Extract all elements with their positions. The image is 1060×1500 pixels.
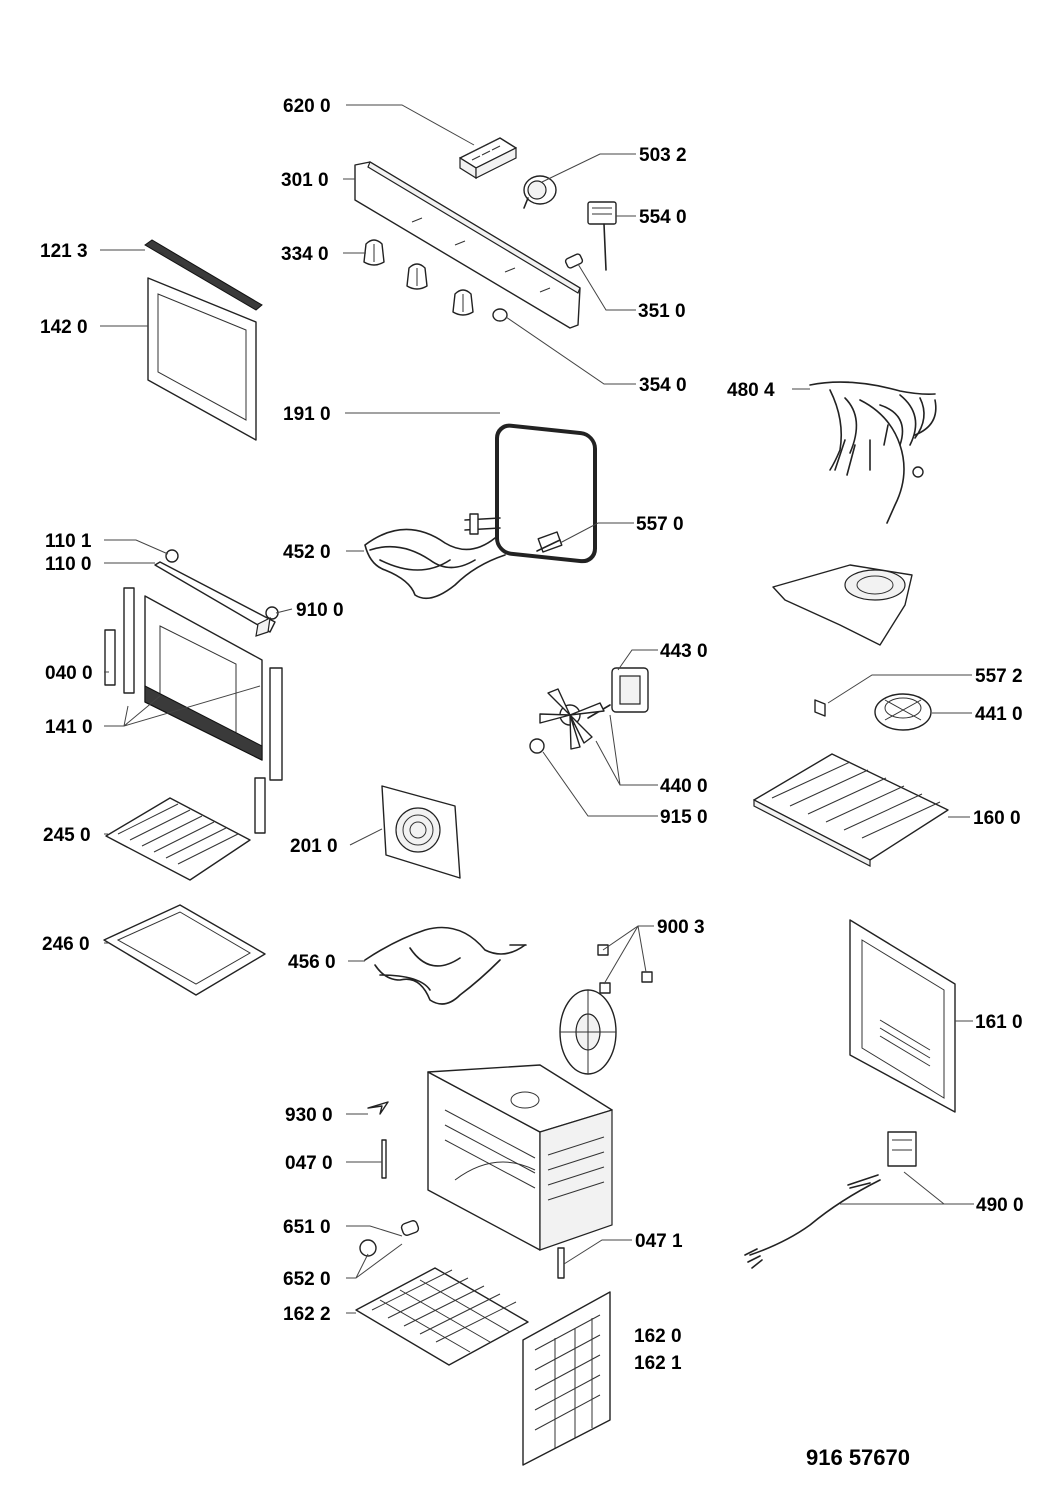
label-456-0: 456 0 xyxy=(288,952,336,973)
part-lower-heating-element xyxy=(364,926,527,1005)
label-915-0: 915 0 xyxy=(660,807,708,828)
label-651-0: 651 0 xyxy=(283,1217,331,1238)
label-620-0: 620 0 xyxy=(283,96,331,117)
part-drip-tray xyxy=(103,904,266,996)
label-443-0: 443 0 xyxy=(660,641,708,662)
label-910-0: 910 0 xyxy=(296,600,344,621)
part-thermostat xyxy=(523,175,557,209)
label-900-3: 900 3 xyxy=(657,917,705,938)
leader-lines xyxy=(100,104,974,1314)
part-clips xyxy=(597,944,653,994)
part-door-bar-assembly xyxy=(154,549,279,637)
label-047-0: 047 0 xyxy=(285,1153,333,1174)
label-246-0: 246 0 xyxy=(42,934,90,955)
label-354-0: 354 0 xyxy=(639,375,687,396)
label-047-1: 047 1 xyxy=(635,1231,683,1252)
part-top-liner-rack xyxy=(753,753,949,867)
part-fan-heater-ring xyxy=(874,693,932,731)
part-fan-motor xyxy=(587,667,649,719)
label-110-0: 110 0 xyxy=(45,554,92,575)
label-141-0: 141 0 xyxy=(45,717,93,738)
part-door-gasket xyxy=(495,423,597,564)
label-557-0: 557 0 xyxy=(636,514,684,535)
part-switch xyxy=(587,201,617,271)
label-554-0: 554 0 xyxy=(639,207,687,228)
part-labels: 620 0 301 0 503 2 554 0 121 3 334 0 142 … xyxy=(40,96,1024,1470)
label-652-0: 652 0 xyxy=(283,1269,331,1290)
label-440-0: 440 0 xyxy=(660,776,708,797)
label-452-0: 452 0 xyxy=(283,542,331,563)
part-control-panel xyxy=(354,161,581,329)
part-door-hinges xyxy=(104,587,283,834)
label-142-0: 142 0 xyxy=(40,317,88,338)
label-441-0: 441 0 xyxy=(975,704,1023,725)
part-557-2-clip xyxy=(814,699,826,717)
label-301-0: 301 0 xyxy=(281,170,329,191)
label-040-0: 040 0 xyxy=(45,663,93,684)
part-door-top-profile xyxy=(144,239,263,311)
part-inner-door-glass xyxy=(144,595,263,761)
label-121-3: 121 3 xyxy=(40,241,88,262)
label-110-1: 110 1 xyxy=(45,531,92,552)
part-grill-element xyxy=(364,513,506,600)
part-mains-cable xyxy=(744,1131,917,1269)
part-bottom-rack xyxy=(355,1267,529,1366)
label-480-4: 480 4 xyxy=(727,380,775,401)
label-503-2: 503 2 xyxy=(639,145,687,166)
label-162-2: 162 2 xyxy=(283,1304,331,1325)
part-557-0-sensor xyxy=(536,531,563,553)
document-code: 916 57670 xyxy=(806,1445,910,1470)
part-rear-fan-panel xyxy=(381,785,461,879)
part-651-0-bulb xyxy=(400,1220,420,1236)
label-191-0: 191 0 xyxy=(283,404,331,425)
part-652-0-lens xyxy=(359,1239,377,1257)
part-lamp xyxy=(564,253,584,269)
label-490-0: 490 0 xyxy=(976,1195,1024,1216)
part-push-button xyxy=(492,308,508,322)
label-334-0: 334 0 xyxy=(281,244,329,265)
part-terminal-block xyxy=(459,137,517,180)
label-161-0: 161 0 xyxy=(975,1012,1023,1033)
part-fan-blade xyxy=(539,688,605,750)
label-160-0: 160 0 xyxy=(973,808,1021,829)
part-wire-shelf xyxy=(105,797,251,881)
part-knobs xyxy=(363,239,474,316)
label-162-0: 162 0 xyxy=(634,1326,682,1347)
label-245-0: 245 0 xyxy=(43,825,91,846)
part-047-0-sensor xyxy=(381,1139,387,1179)
part-047-1-sensor xyxy=(557,1247,565,1279)
part-oven-cavity xyxy=(427,1064,613,1251)
label-162-1: 162 1 xyxy=(634,1353,682,1374)
label-351-0: 351 0 xyxy=(638,301,686,322)
label-557-2: 557 2 xyxy=(975,666,1023,687)
part-wiring-harness xyxy=(809,381,937,524)
label-201-0: 201 0 xyxy=(290,836,338,857)
part-fan-nut xyxy=(529,738,545,754)
part-side-rack xyxy=(522,1291,611,1466)
part-fan-housing-cover xyxy=(772,564,913,646)
label-930-0: 930 0 xyxy=(285,1105,333,1126)
part-fan-cover-disc xyxy=(559,989,617,1075)
part-side-liner xyxy=(849,919,956,1113)
part-930-0-bracket xyxy=(367,1101,389,1115)
part-outer-door-glass xyxy=(147,277,257,441)
